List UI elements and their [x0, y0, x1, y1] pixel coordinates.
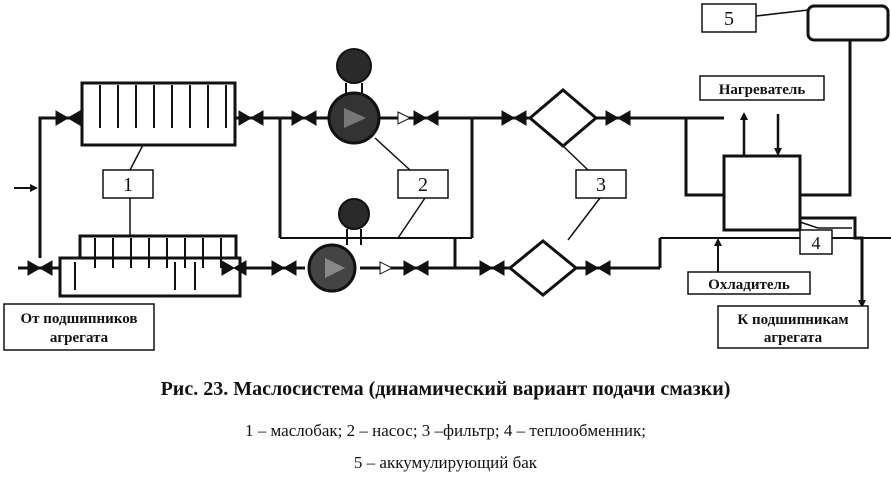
figure-caption-legend-line2: 5 – аккумулирующий бак — [353, 453, 538, 472]
to-bearings-label-line2: агрегата — [764, 330, 823, 346]
cooler-label: Охладитель — [708, 277, 790, 293]
figure-caption-title: Рис. 23. Маслосистема (динамический вари… — [160, 378, 731, 400]
to-bearings-label-line1: К подшипникам — [737, 312, 848, 328]
check-valve-icon — [397, 111, 412, 125]
oil-tank-upper — [80, 81, 237, 147]
pump-motor-icon — [338, 198, 370, 230]
callout-leaders — [129, 9, 852, 241]
oil-system-diagram: 1 2 3 4 5 Нагреватель Охладитель От подш… — [3, 3, 891, 351]
pump-upper — [327, 48, 381, 145]
valve-icon — [221, 260, 247, 276]
exchanger-bypass-line — [684, 118, 724, 197]
valve-icon — [238, 110, 264, 126]
callout-2-label: 2 — [418, 174, 428, 196]
valve-icon — [403, 260, 429, 276]
valve-icon — [479, 260, 505, 276]
oil-tank-lower — [58, 234, 242, 298]
filter-upper — [527, 88, 599, 148]
callout-3-label: 3 — [596, 174, 606, 196]
heater-label: Нагреватель — [719, 82, 806, 98]
filter-lower — [507, 239, 579, 297]
valve-icon — [501, 110, 527, 126]
from-bearings-label-line2: агрегата — [50, 330, 109, 346]
valve-icon — [291, 110, 317, 126]
valve-icon — [27, 260, 53, 276]
valve-icon — [55, 110, 81, 126]
callout-4-label: 4 — [812, 233, 821, 253]
valve-icon — [271, 260, 297, 276]
callout-5-label: 5 — [724, 8, 734, 30]
valve-icon — [585, 260, 611, 276]
valve-icon — [413, 110, 439, 126]
figure-caption-legend-line1: 1 – маслобак; 2 – насос; 3 –фильтр; 4 – … — [245, 421, 646, 440]
accumulator-tank — [806, 4, 890, 42]
pump-motor-icon — [336, 48, 372, 84]
valve-icon — [605, 110, 631, 126]
exchanger-to-accumulator-line — [800, 36, 852, 197]
pump-lower — [307, 198, 370, 293]
heat-exchanger — [722, 154, 802, 232]
from-bearings-label-line1: От подшипников — [21, 311, 138, 327]
valves — [27, 110, 631, 276]
upper-pipeline — [38, 116, 724, 258]
check-valve-icon — [379, 261, 394, 275]
callout-1-label: 1 — [123, 174, 133, 196]
